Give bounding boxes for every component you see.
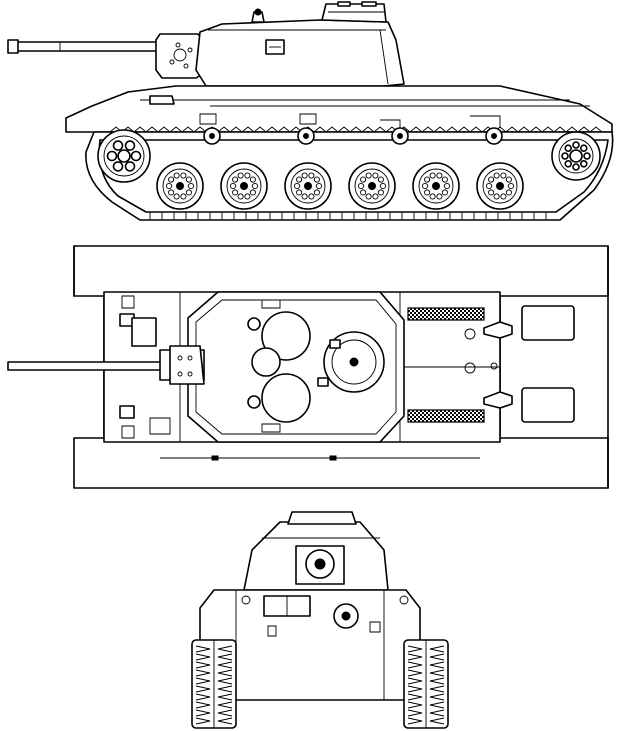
engine-grille-1 bbox=[408, 308, 484, 320]
front-turret bbox=[244, 512, 388, 590]
front-view bbox=[0, 500, 620, 731]
side-turret bbox=[196, 20, 404, 86]
side-drive-sprocket bbox=[98, 130, 150, 182]
top-front-details bbox=[120, 296, 480, 460]
road-wheel bbox=[285, 163, 331, 209]
road-wheel bbox=[477, 163, 523, 209]
side-idler-wheel bbox=[552, 132, 600, 180]
front-hull bbox=[200, 590, 420, 700]
return-roller bbox=[298, 128, 314, 144]
side-gun-barrel bbox=[8, 40, 166, 53]
side-antenna-base bbox=[252, 9, 264, 22]
return-roller bbox=[204, 128, 220, 144]
top-view bbox=[0, 238, 620, 500]
top-gun bbox=[8, 346, 204, 384]
front-track-links bbox=[196, 646, 444, 724]
road-wheel bbox=[157, 163, 203, 209]
return-roller bbox=[392, 128, 408, 144]
side-hull bbox=[66, 86, 612, 132]
top-turret bbox=[188, 292, 404, 442]
side-road-wheels bbox=[157, 163, 523, 209]
return-roller bbox=[486, 128, 502, 144]
road-wheel bbox=[221, 163, 267, 209]
side-gun-mantlet bbox=[156, 34, 206, 78]
side-commander-cupola bbox=[322, 2, 386, 22]
side-return-rollers bbox=[204, 128, 502, 144]
front-view-drawing bbox=[0, 500, 620, 731]
side-view bbox=[0, 0, 620, 230]
road-wheel bbox=[413, 163, 459, 209]
top-view-drawing bbox=[0, 238, 620, 500]
front-track-left bbox=[192, 640, 236, 728]
front-track-right bbox=[404, 640, 448, 728]
engine-grille-2 bbox=[408, 410, 484, 422]
road-wheel bbox=[349, 163, 395, 209]
side-view-drawing bbox=[0, 0, 620, 230]
engine-hatches bbox=[465, 306, 574, 422]
